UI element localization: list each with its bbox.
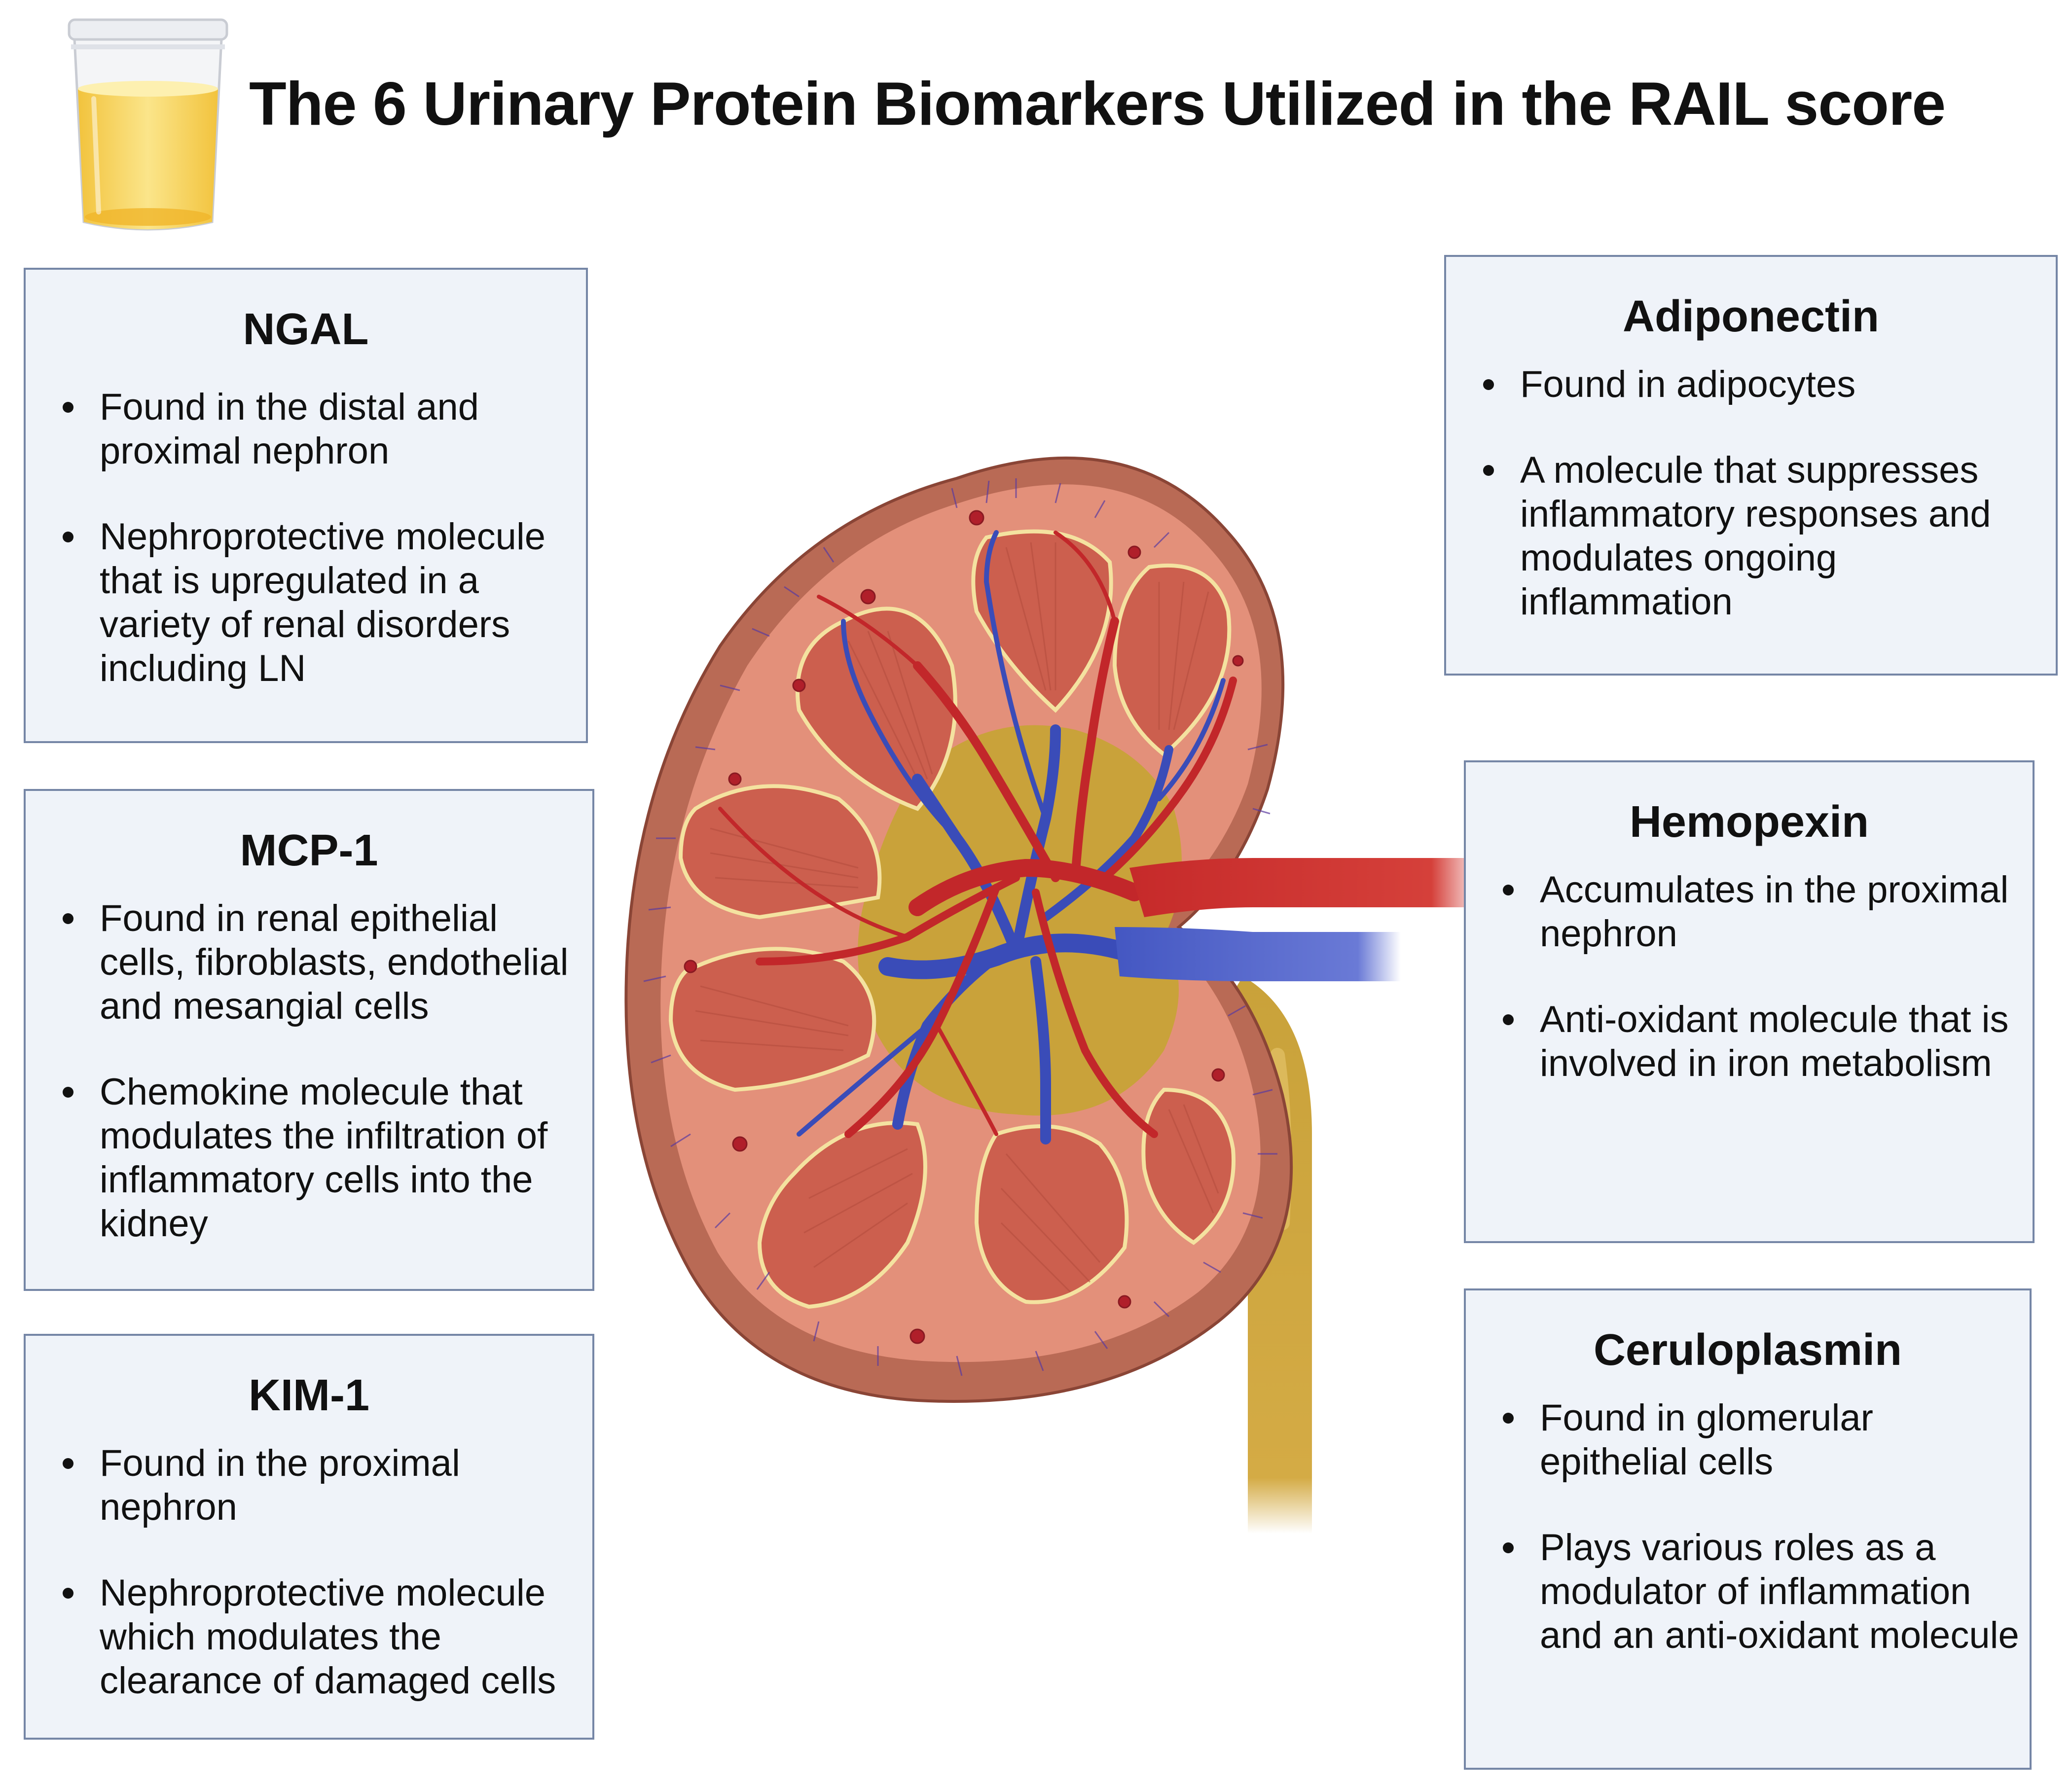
biomarker-bullet-list: Found in adipocytes A molecule that supp… bbox=[1446, 362, 2056, 624]
biomarker-bullet: Anti-oxidant molecule that is involved i… bbox=[1503, 998, 2023, 1085]
biomarker-bullet-list: Accumulates in the proximal nephron Anti… bbox=[1466, 868, 2033, 1085]
biomarker-card-adiponectin: Adiponectin Found in adipocytes A molecu… bbox=[1444, 255, 2058, 676]
biomarker-bullet: Plays various roles as a modulator of in… bbox=[1503, 1526, 2019, 1656]
urine-cup-icon bbox=[68, 18, 228, 231]
biomarker-bullet: Found in renal epithelial cells, fibrobl… bbox=[63, 896, 582, 1028]
biomarker-card-hemopexin: Hemopexin Accumulates in the proximal ne… bbox=[1464, 760, 2035, 1243]
biomarker-name: KIM-1 bbox=[249, 1371, 369, 1420]
biomarker-bullet-list: Found in the proximal nephron Nephroprot… bbox=[26, 1441, 592, 1703]
page-title: The 6 Urinary Protein Biomarkers Utilize… bbox=[249, 70, 1946, 138]
biomarker-bullet: Found in the distal and proximal nephron bbox=[63, 385, 576, 473]
biomarker-bullet: Found in adipocytes bbox=[1483, 362, 2046, 406]
biomarker-name: Hemopexin bbox=[1629, 797, 1869, 847]
biomarker-card-mcp1: MCP-1 Found in renal epithelial cells, f… bbox=[24, 789, 594, 1291]
biomarker-name: Ceruloplasmin bbox=[1593, 1325, 1902, 1375]
biomarker-bullet: A molecule that suppresses inflammatory … bbox=[1483, 448, 2046, 624]
biomarker-bullet-list: Found in the distal and proximal nephron… bbox=[26, 385, 586, 690]
biomarker-bullet: Accumulates in the proximal nephron bbox=[1503, 868, 2023, 956]
biomarker-name: MCP-1 bbox=[240, 826, 378, 875]
biomarker-bullet-list: Found in glomerular epithelial cells Pla… bbox=[1466, 1396, 2030, 1657]
biomarker-bullet: Nephroprotective molecule which modulate… bbox=[63, 1571, 582, 1703]
biomarker-bullet: Found in the proximal nephron bbox=[63, 1441, 582, 1529]
biomarker-name: NGAL bbox=[243, 305, 369, 354]
biomarker-card-ngal: NGAL Found in the distal and proximal ne… bbox=[24, 268, 588, 743]
biomarker-bullet: Chemokine molecule that modulates the in… bbox=[63, 1070, 582, 1246]
biomarker-name: Adiponectin bbox=[1623, 292, 1879, 341]
biomarker-card-ceruloplasmin: Ceruloplasmin Found in glomerular epithe… bbox=[1464, 1288, 2032, 1770]
biomarker-bullet: Found in glomerular epithelial cells bbox=[1503, 1396, 2020, 1484]
biomarker-card-kim1: KIM-1 Found in the proximal nephron Neph… bbox=[24, 1334, 594, 1740]
kidney-illustration bbox=[624, 456, 1485, 1534]
biomarker-bullet: Nephroprotective molecule that is upregu… bbox=[63, 515, 576, 690]
biomarker-bullet-list: Found in renal epithelial cells, fibrobl… bbox=[26, 896, 592, 1246]
